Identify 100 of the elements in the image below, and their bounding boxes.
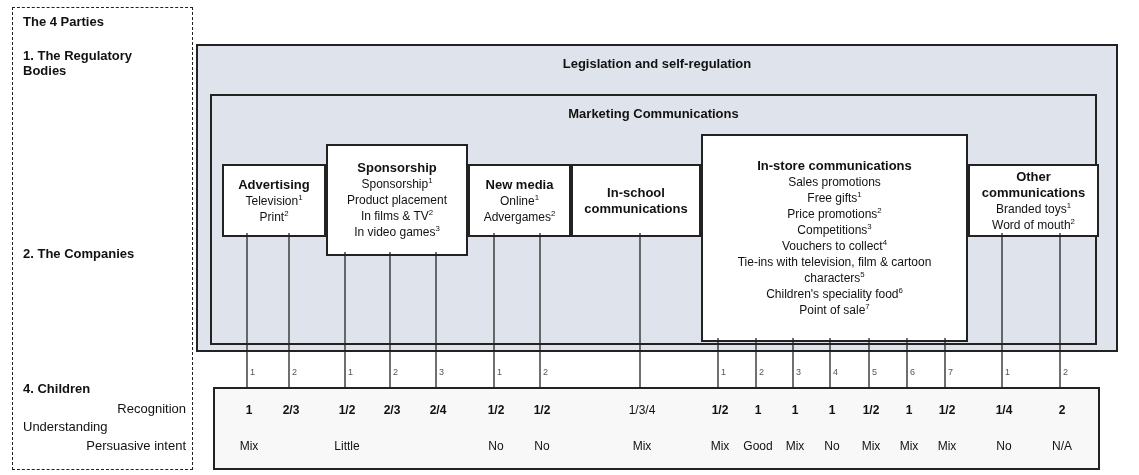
list-item: Competitions$^{3}$ [797,222,872,238]
category-box [571,164,701,237]
edge-label: 1 [249,367,256,377]
list-item: Branded toys$^{1}$ [995,200,1072,217]
connector-line [717,337,719,390]
recognition-value: 2/4 [428,403,448,417]
recognition-value: 1 [244,403,254,417]
category-box [468,164,571,237]
box-heading: Other communications [980,168,1087,201]
understanding-value: Mix [631,439,653,453]
edge-label: 1 [496,367,503,377]
understanding-value: Mix [784,439,806,453]
understanding-value: No [487,439,505,453]
recognition-value: 1/2 [710,403,730,417]
understanding-value: Good [742,439,774,453]
edge-label: 1 [720,367,727,377]
recognition-value: 2 [1057,403,1067,417]
recognition-value: 1/4 [994,403,1014,417]
framework-box [196,44,1118,352]
list-item: Sales promotions [788,174,881,190]
list-item: Online$^{1}$ [500,192,539,209]
connector-line [435,251,437,390]
category-box [326,144,468,256]
recognition-value: 1/2 [337,403,357,417]
recognition-value: 1 [753,403,763,417]
recognition-value: 1/2 [937,403,957,417]
edge-label: 1 [1004,367,1011,377]
party-heading: 2. The Companies [23,246,136,261]
list-item: Print$^{2}$ [259,208,289,225]
box-heading: In-store communications [757,158,912,174]
connector-line [906,337,908,390]
row-header: Persuasive intent [85,438,186,453]
understanding-value: N/A [1051,439,1073,453]
list-item: In films & TV$^{2}$ [360,208,434,224]
parties-panel [12,7,193,470]
recognition-value: 1/2 [486,403,506,417]
category-box [968,164,1099,237]
recognition-value: 1/2 [532,403,552,417]
understanding-value: No [533,439,551,453]
edge-label: 2 [758,367,765,377]
edge-label: 2 [542,367,549,377]
connector-line [868,337,870,390]
connector-line [639,232,641,390]
connector-line [1059,232,1061,390]
list-item: Children's speciality food$^{6}$ [766,286,903,302]
row-header: Understanding [23,419,109,434]
party-heading: 1. The Regulatory Bodies [23,48,134,78]
list-item: In video games$^{3}$ [354,224,440,240]
party-heading: 4. Children [23,381,92,396]
framework-box [210,94,1097,345]
edge-label: 3 [438,367,445,377]
edge-label: 2 [392,367,399,377]
list-item: Point of sale$^{7}$ [799,302,870,318]
table-box [213,387,1100,470]
connector-line [1001,232,1003,390]
connector-line [829,337,831,390]
connector-line [755,337,757,390]
box-heading: Sponsorship [357,160,437,176]
recognition-value: 2/3 [382,403,402,417]
edge-label: 4 [832,367,839,377]
connector-line [288,232,290,390]
edge-label: 3 [795,367,802,377]
list-item: Advergames$^{2}$ [483,208,556,225]
understanding-value: Little [333,439,361,453]
understanding-value: Mix [860,439,882,453]
edge-label: 7 [947,367,954,377]
understanding-value: No [995,439,1013,453]
edge-label: 2 [291,367,298,377]
list-item: Vouchers to collect$^{4}$ [781,238,888,254]
list-item: Sponsorship$^{1}$ [361,176,433,192]
recognition-value: 1 [827,403,837,417]
connector-line [792,337,794,390]
recognition-value: 2/3 [281,403,301,417]
category-box [701,134,968,342]
connector-line [539,232,541,390]
connector-line [493,232,495,390]
box-heading: Legislation and self-regulation [561,56,753,71]
understanding-value: Mix [709,439,731,453]
understanding-value: Mix [898,439,920,453]
edge-label: 6 [909,367,916,377]
box-heading: New media [485,176,554,193]
recognition-value: 1/2 [861,403,881,417]
list-item: Tie-ins with television, film & cartoon characters$^{5}$ [736,254,933,286]
list-item: Product placement [346,192,448,208]
recognition-value: 1 [904,403,914,417]
edge-label: 1 [347,367,354,377]
connector-line [389,251,391,390]
category-box [222,164,326,237]
box-heading: Marketing Communications [567,106,740,121]
recognition-value: 1 [790,403,800,417]
understanding-value: Mix [936,439,958,453]
list-item: Free gifts$^{1}$ [807,190,862,206]
panel-title: The 4 Parties [23,14,105,29]
recognition-value: 1/3/4 [627,403,657,417]
row-header: Recognition [116,401,186,416]
edge-label: 5 [871,367,878,377]
list-item: Word of mouth$^{2}$ [992,216,1075,233]
box-heading: Advertising [238,176,310,193]
understanding-value: No [823,439,841,453]
list-item: Television$^{1}$ [245,192,303,209]
